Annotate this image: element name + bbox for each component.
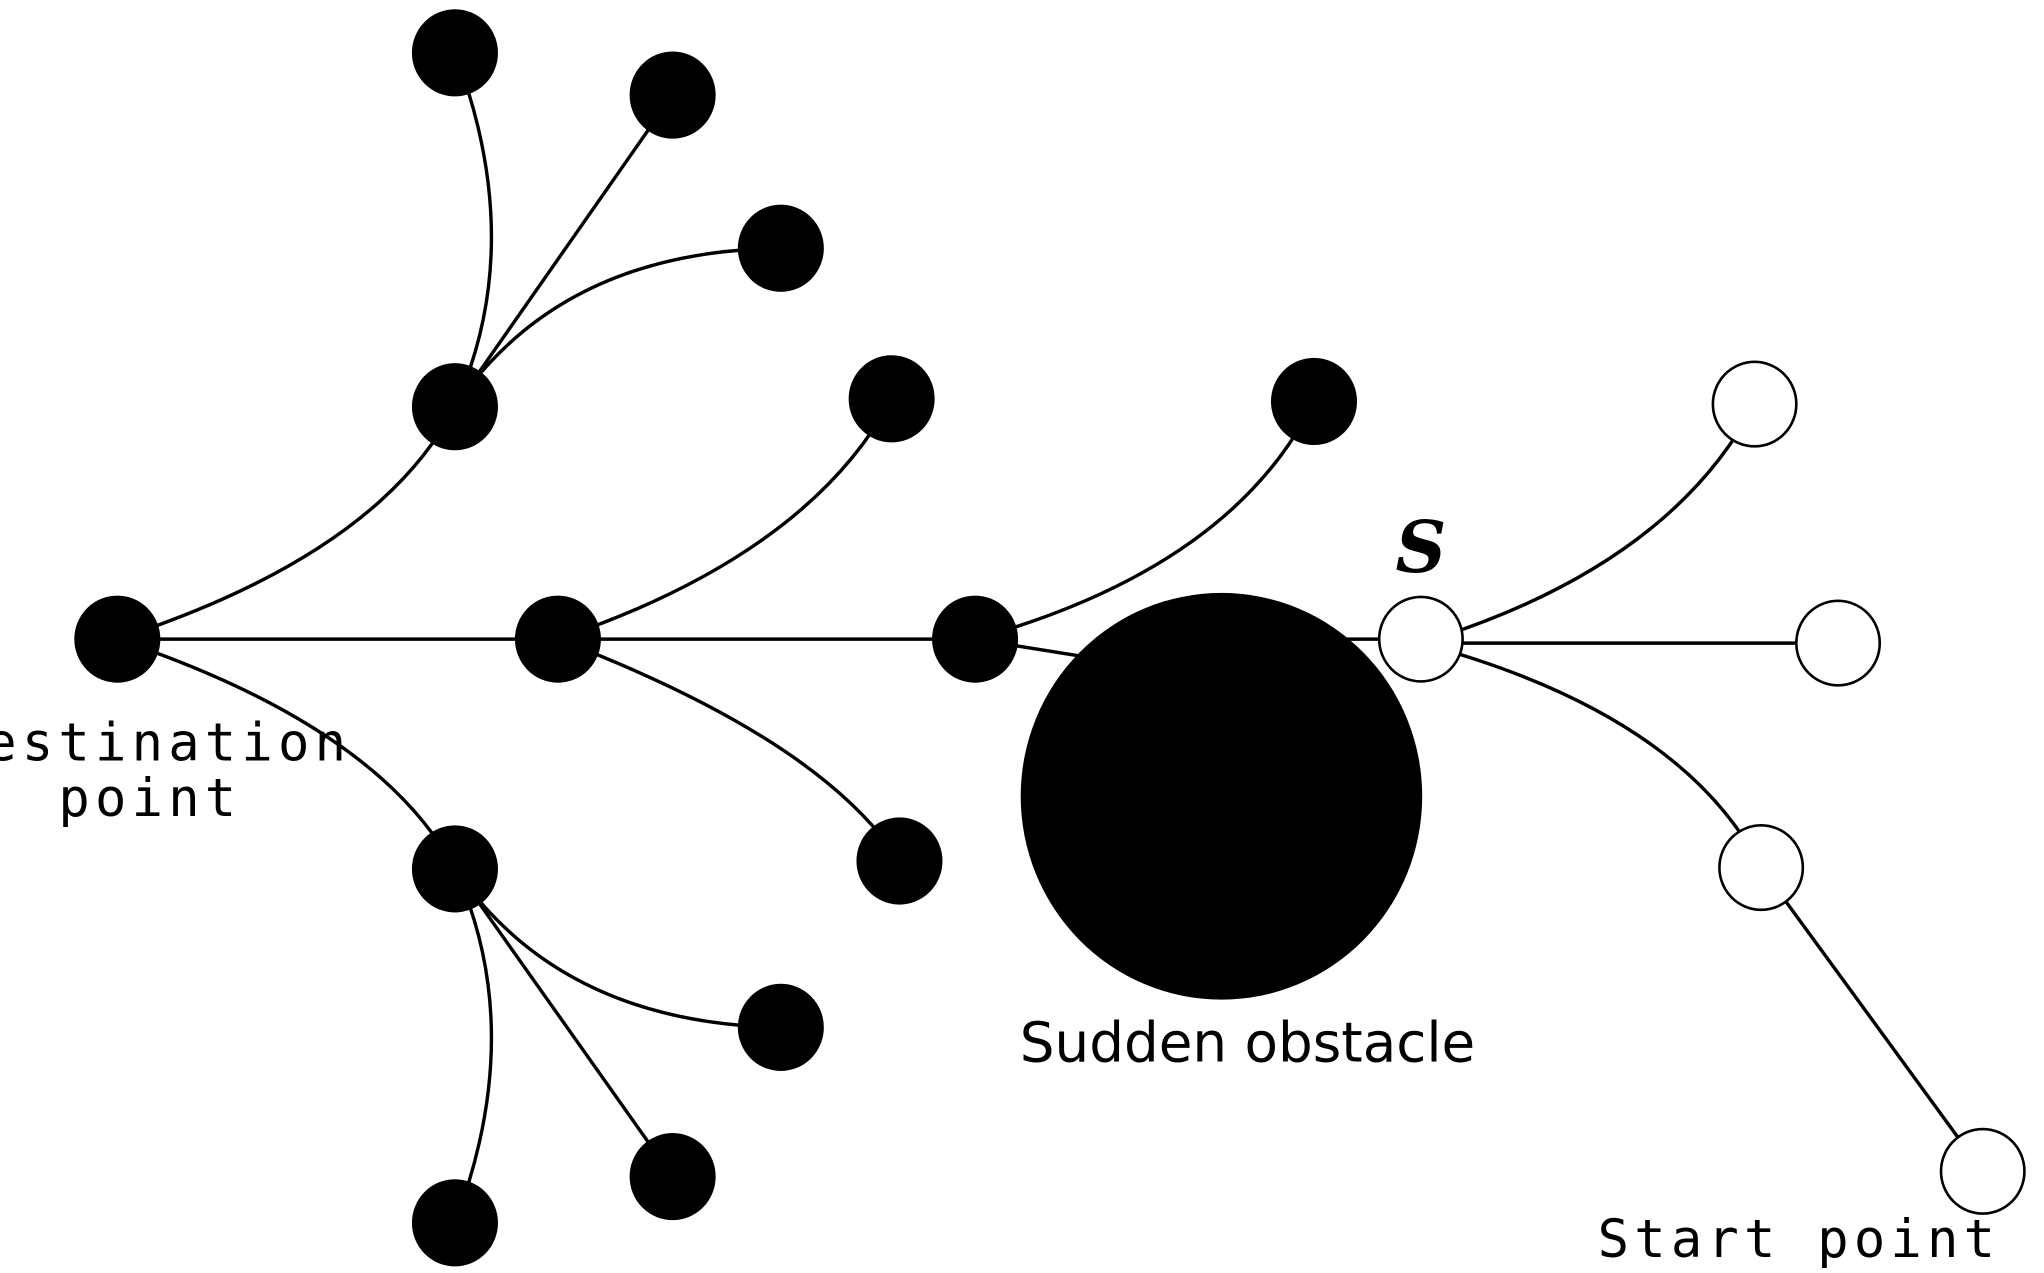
tree-node bbox=[411, 9, 498, 97]
destination-node bbox=[74, 595, 161, 683]
edge bbox=[1759, 866, 1985, 1173]
edge bbox=[1420, 403, 1757, 645]
edge bbox=[453, 52, 494, 408]
unexplored-nodes bbox=[1377, 360, 2026, 1215]
sudden-obstacle bbox=[1020, 592, 1423, 1000]
tree-node bbox=[932, 595, 1019, 683]
tree-node bbox=[411, 825, 498, 913]
tree-node bbox=[411, 1179, 498, 1267]
tree-node bbox=[1711, 360, 1798, 448]
edge bbox=[116, 405, 457, 641]
edge bbox=[974, 400, 1316, 641]
edge bbox=[453, 94, 675, 408]
edge bbox=[1420, 641, 1763, 869]
edge bbox=[453, 867, 781, 1030]
edge bbox=[557, 397, 894, 641]
explored-nodes bbox=[74, 9, 1358, 1267]
tree-node bbox=[629, 1133, 716, 1221]
destination-label-line1: Destination bbox=[0, 712, 351, 773]
tree-node bbox=[856, 817, 943, 905]
destination-label-line2: point bbox=[58, 768, 241, 829]
tree-node bbox=[1718, 824, 1805, 912]
edge bbox=[453, 867, 675, 1178]
tree-node bbox=[737, 204, 824, 292]
obstacle-label: Sudden obstacle bbox=[1020, 1010, 1475, 1074]
tree-node bbox=[1270, 357, 1358, 446]
tree-node bbox=[514, 595, 601, 683]
tree-node bbox=[737, 983, 824, 1071]
edge bbox=[557, 637, 901, 862]
start-label: Start point bbox=[1598, 1209, 2001, 1270]
tree-node bbox=[1795, 599, 1882, 687]
s-node bbox=[1377, 595, 1464, 683]
s-node-label: S bbox=[1395, 504, 1446, 589]
edge bbox=[116, 637, 457, 870]
edge bbox=[453, 868, 494, 1224]
tree-node bbox=[411, 363, 498, 451]
start-node bbox=[1939, 1127, 2026, 1215]
tree-node bbox=[848, 355, 935, 443]
tree-node bbox=[629, 51, 716, 139]
edge bbox=[453, 246, 781, 408]
